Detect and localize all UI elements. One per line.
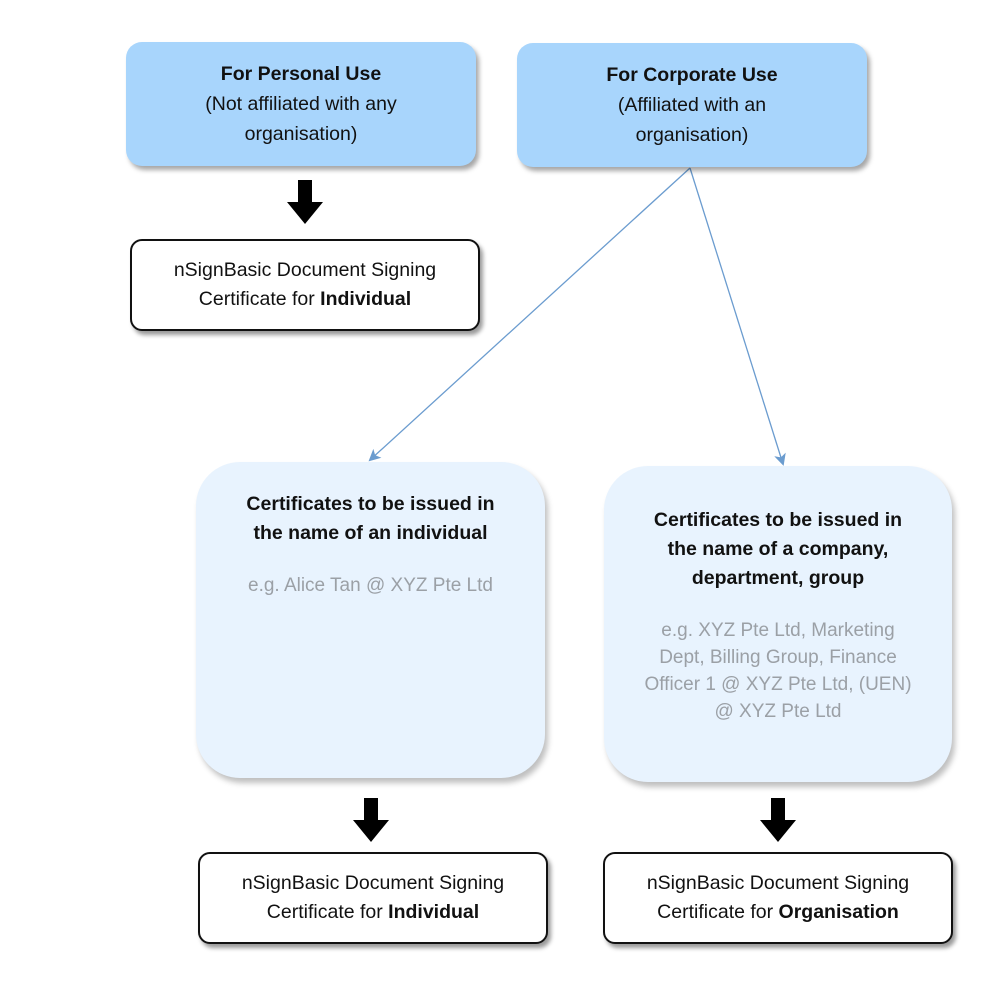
certificate-type: Individual — [320, 288, 412, 310]
certificate-type: Individual — [388, 901, 480, 923]
corporate-use-title: For Corporate Use — [606, 64, 778, 86]
certificate-line1: nSignBasic Document Signing — [173, 259, 437, 281]
company-name-example-line3: Officer 1 @ XYZ Pte Ltd, (UEN) — [644, 674, 912, 695]
certificate-line2: Certificate for Individual — [198, 288, 412, 310]
individual-certificate-box-bottom: nSignBasic Document Signing Certificate … — [198, 852, 548, 944]
down-arrow-icon — [760, 798, 796, 842]
personal-use-subtitle-line2: organisation) — [244, 123, 358, 145]
individual-certificate-box-top: nSignBasic Document Signing Certificate … — [130, 239, 480, 331]
connector-corporate-to-company — [689, 167, 786, 466]
company-name-example-line4: @ XYZ Pte Ltd — [714, 701, 842, 722]
certificate-line2: Certificate for Individual — [266, 901, 480, 923]
company-name-heading-line1: Certificates to be issued in — [653, 509, 903, 531]
down-arrow-icon — [353, 798, 389, 842]
company-name-heading-line3: department, group — [691, 567, 865, 589]
individual-name-box: Certificates to be issued in the name of… — [196, 462, 545, 778]
organisation-certificate-box: nSignBasic Document Signing Certificate … — [603, 852, 953, 944]
individual-name-heading-line1: Certificates to be issued in — [246, 493, 495, 515]
corporate-use-box: For Corporate Use (Affiliated with an or… — [517, 43, 867, 167]
certificate-line1: nSignBasic Document Signing — [241, 872, 505, 894]
certificate-type: Organisation — [778, 901, 899, 923]
company-name-example-line2: Dept, Billing Group, Finance — [659, 647, 897, 668]
certificate-line1: nSignBasic Document Signing — [646, 872, 910, 894]
corporate-use-subtitle-line2: organisation) — [635, 124, 749, 146]
individual-name-example: e.g. Alice Tan @ XYZ Pte Ltd — [248, 575, 493, 596]
company-name-box: Certificates to be issued in the name of… — [604, 466, 952, 782]
individual-name-heading-line2: the name of an individual — [253, 522, 488, 544]
down-arrow-icon — [287, 180, 323, 224]
corporate-use-subtitle-line1: (Affiliated with an — [617, 94, 767, 116]
personal-use-box: For Personal Use (Not affiliated with an… — [126, 42, 476, 166]
company-name-heading-line2: the name of a company, — [667, 538, 889, 560]
certificate-line2: Certificate for Organisation — [657, 901, 899, 923]
personal-use-title: For Personal Use — [220, 63, 382, 85]
company-name-example-line1: e.g. XYZ Pte Ltd, Marketing — [661, 620, 895, 641]
personal-use-subtitle-line1: (Not affiliated with any — [205, 93, 397, 115]
